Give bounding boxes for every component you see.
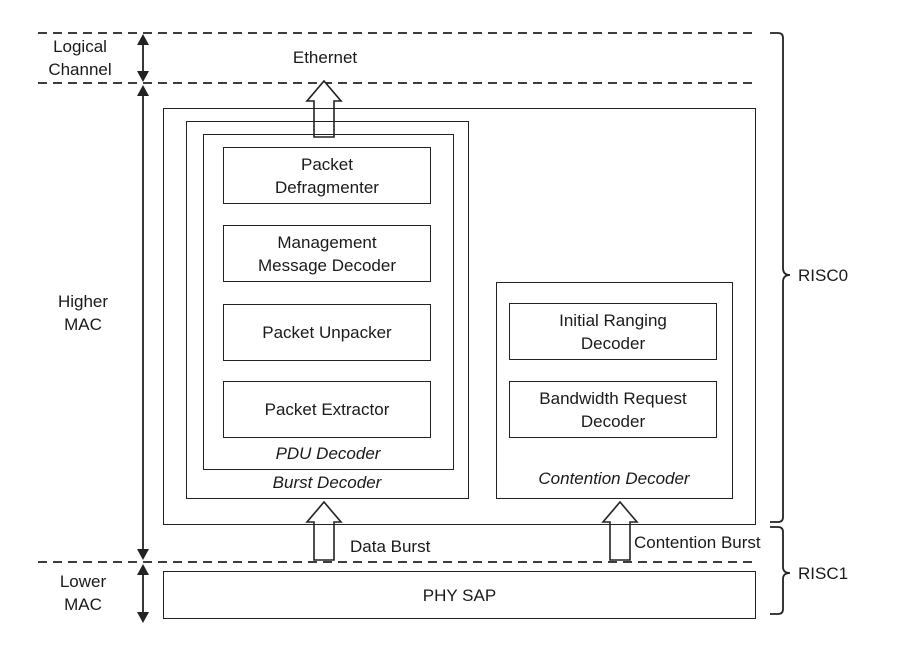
bandwidth-request-decoder-block: Bandwidth Request Decoder: [509, 381, 717, 438]
arrowhead: [137, 34, 149, 45]
burst-decoder-title: Burst Decoder: [272, 473, 382, 492]
ethernet-label: Ethernet: [292, 48, 358, 67]
contention-decoder-title: Contention Decoder: [538, 469, 690, 488]
burst-decoder-box: Burst Decoder: [186, 121, 469, 499]
brace-risc0: [770, 32, 791, 523]
contention-burst-label: Contention Burst: [634, 533, 761, 552]
lower-mac-label: Lower MAC: [59, 572, 107, 614]
packet-extractor-block: Packet Extractor: [223, 381, 431, 438]
higher-mac-box: [163, 108, 756, 525]
management-message-decoder-block: Management Message Decoder: [223, 225, 431, 282]
packet-defragmenter-block: Packet Defragmenter: [223, 147, 431, 204]
phy-sap-label: PHY SAP: [422, 585, 497, 605]
higher-mac-label: Higher MAC: [57, 292, 109, 334]
data-burst-label: Data Burst: [350, 537, 431, 556]
pdu-decoder-box: PDU Decoder: [203, 134, 454, 470]
arrowhead: [137, 612, 149, 623]
packet-unpacker-block: Packet Unpacker: [223, 304, 431, 361]
initial-ranging-decoder-block: Initial Ranging Decoder: [509, 303, 717, 360]
pdu-decoder-title: PDU Decoder: [275, 444, 381, 463]
arrowhead: [137, 549, 149, 560]
phy-sap-box: PHY SAP: [163, 571, 756, 619]
risc1-label: RISC1: [798, 564, 849, 583]
logical-channel-label: Logical Channel: [48, 37, 112, 79]
ethernet-up-arrow: [305, 79, 343, 138]
risc0-label: RISC0: [798, 266, 849, 285]
contention-decoder-box: Contention Decoder: [496, 282, 733, 499]
arrowhead: [137, 71, 149, 82]
arrowhead: [137, 564, 149, 575]
arrowhead: [137, 85, 149, 96]
data-burst-up-arrow: [305, 500, 343, 561]
brace-risc1: [770, 526, 791, 615]
contention-burst-up-arrow: [601, 500, 639, 561]
